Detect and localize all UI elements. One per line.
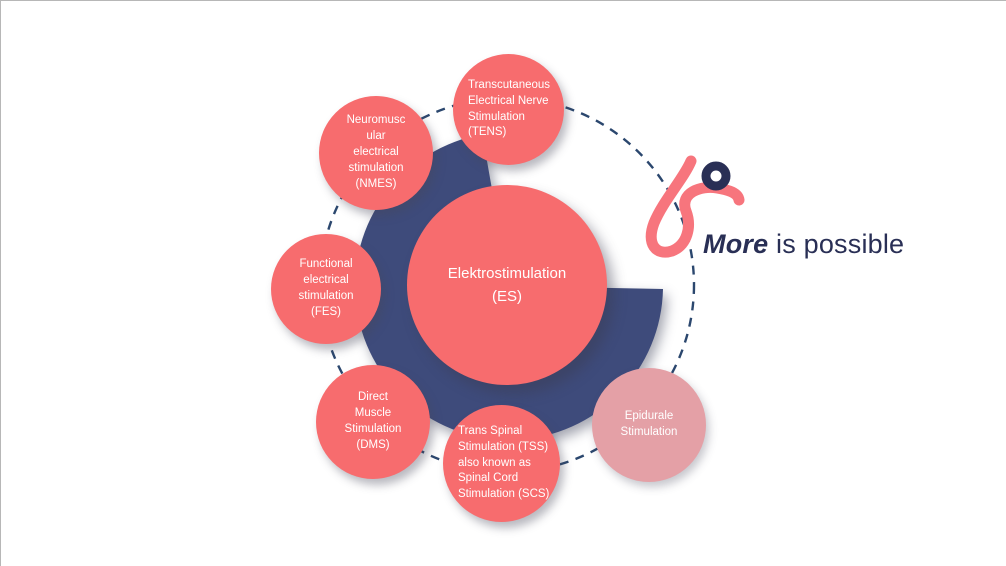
node-epidural-label: Epidurale Stimulation	[620, 410, 678, 438]
node-fes-label: Functional electrical stimulation (FES)	[298, 258, 354, 318]
center-node-label: Elektrostimulation (ES)	[447, 264, 567, 305]
node-dms: Direct Muscle Stimulation (DMS)	[316, 365, 430, 479]
brand-tagline-emphasis: More	[703, 229, 769, 259]
center-node-elektrostimulation: Elektrostimulation (ES)	[407, 185, 607, 385]
node-tens-label: Transcutaneous Electrical Nerve Stimulat…	[468, 78, 551, 139]
node-nmes-label: Neuromusc ular electrical stimulation (N…	[346, 114, 406, 190]
logo-ring-icon	[701, 161, 731, 191]
node-tss-label: Trans Spinal Stimulation (TSS) also know…	[458, 424, 550, 501]
node-nmes: Neuromusc ular electrical stimulation (N…	[319, 96, 433, 210]
node-tss: Trans Spinal Stimulation (TSS) also know…	[443, 405, 560, 522]
node-tens: Transcutaneous Electrical Nerve Stimulat…	[453, 54, 564, 165]
node-epidural-stimulation: Epidurale Stimulation	[592, 368, 706, 482]
node-fes: Functional electrical stimulation (FES)	[271, 234, 381, 344]
node-dms-label: Direct Muscle Stimulation (DMS)	[344, 391, 402, 451]
brand-tagline: More is possible	[703, 229, 904, 260]
brand-tagline-rest: is possible	[768, 229, 905, 259]
